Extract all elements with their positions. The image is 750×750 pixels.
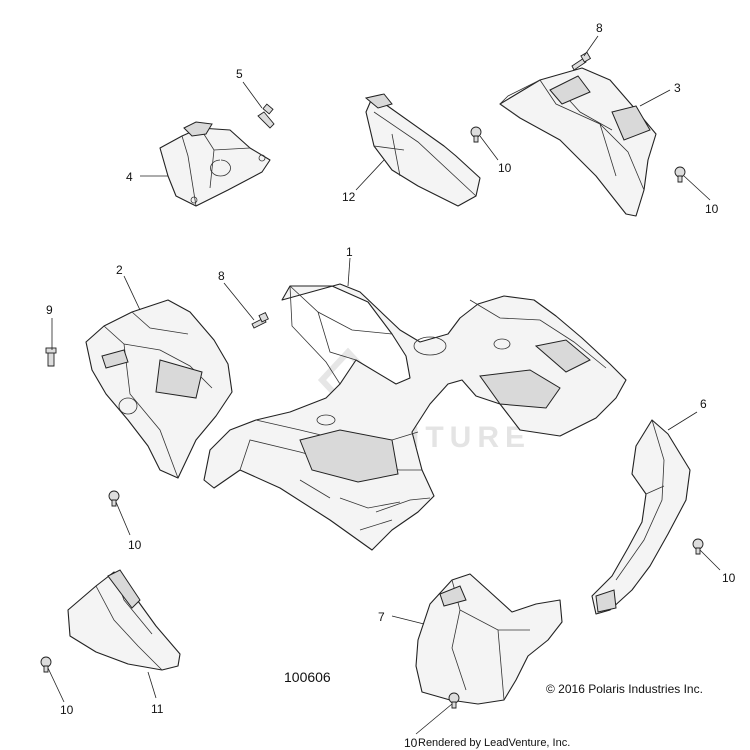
pin-10-c <box>108 490 120 507</box>
callout-11: 11 <box>151 702 164 716</box>
callout-5: 5 <box>236 67 243 81</box>
pin-10-f <box>448 692 460 709</box>
callout-10-d: 10 <box>722 571 736 585</box>
leader-lines <box>47 35 721 735</box>
drawing-number: 100606 <box>284 669 331 685</box>
callout-labels: 1 2 3 4 5 6 7 8 8 9 10 10 10 10 10 10 11… <box>46 21 736 750</box>
pin-10-a <box>470 126 482 143</box>
part-4-cover <box>159 121 271 207</box>
part-7-panel <box>415 573 563 705</box>
screw-9 <box>45 347 57 367</box>
callout-6: 6 <box>700 397 707 411</box>
callout-2: 2 <box>116 263 123 277</box>
screw-5 <box>257 103 275 129</box>
callout-1: 1 <box>346 245 353 259</box>
part-1-body <box>203 283 627 551</box>
pin-10-e <box>40 656 52 673</box>
rendered-by-notice: Rendered by LeadVenture, Inc. <box>418 737 570 749</box>
callout-9: 9 <box>46 303 53 317</box>
callout-10-f: 10 <box>404 736 418 750</box>
screw-8-mid <box>251 311 269 329</box>
callout-8-mid: 8 <box>218 269 225 283</box>
callout-10-a: 10 <box>498 161 512 175</box>
callout-3: 3 <box>674 81 681 95</box>
callout-10-b: 10 <box>705 202 719 216</box>
part-3-panel <box>499 67 657 217</box>
callout-10-e: 10 <box>60 703 74 717</box>
callout-4: 4 <box>126 170 133 184</box>
pin-10-b <box>674 166 686 183</box>
callout-8-top: 8 <box>596 21 603 35</box>
part-12-panel <box>364 93 481 207</box>
part-6-fender <box>591 419 691 615</box>
screw-8-top <box>571 51 592 71</box>
part-2-panel <box>85 299 233 479</box>
pin-10-d <box>692 538 704 555</box>
callout-10-c: 10 <box>128 538 142 552</box>
part-11-panel <box>67 569 181 671</box>
copyright-notice: © 2016 Polaris Industries Inc. <box>546 682 703 696</box>
callout-12: 12 <box>342 190 356 204</box>
callout-7: 7 <box>378 610 385 624</box>
fasteners <box>40 51 704 709</box>
